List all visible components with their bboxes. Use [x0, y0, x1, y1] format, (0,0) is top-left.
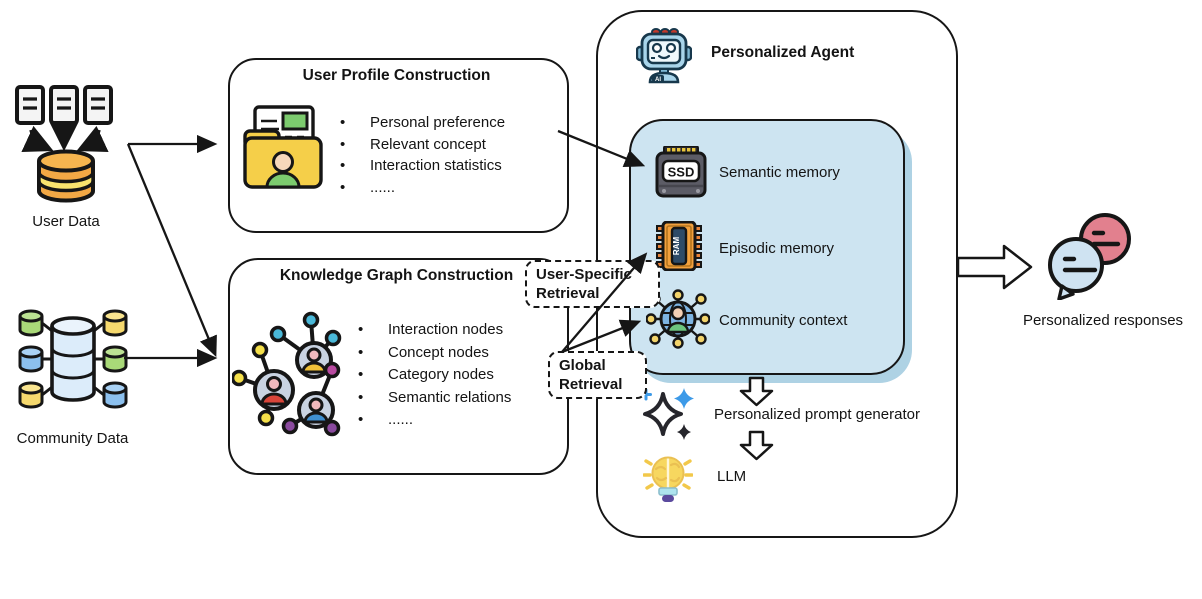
- right-arrow-agent-to-output: [956, 244, 1033, 290]
- bullet-item: ......: [340, 177, 505, 199]
- database-icon: [37, 149, 95, 203]
- semantic-memory-label: Semantic memory: [719, 164, 840, 181]
- person-head: [670, 305, 686, 321]
- label-line: User-Specific: [536, 266, 632, 283]
- ssd-icon: SSD: [655, 146, 707, 198]
- arrow-userdata-to-kg: [126, 143, 217, 358]
- knowledge-graph-title: Knowledge Graph Construction: [279, 267, 514, 284]
- user-specific-retrieval-label: User-Specific Retrieval: [525, 260, 660, 308]
- label-line: Retrieval: [559, 376, 623, 393]
- chat-bubbles-icon: [1048, 213, 1131, 300]
- bullet-item: Semantic relations: [358, 387, 511, 410]
- community-context-label: Community context: [719, 312, 848, 329]
- label-line: Global: [559, 357, 606, 374]
- sparkles-icon: [640, 388, 694, 440]
- personalized-agent-title: Personalized Agent: [711, 44, 855, 61]
- avatar-nodes: [253, 341, 335, 429]
- ssd-icon-text: SSD: [668, 165, 695, 180]
- concept-nodes: [232, 311, 342, 437]
- social-graph-icon: [232, 311, 342, 437]
- label-line: Retrieval: [536, 285, 600, 302]
- global-retrieval-label: Global Retrieval: [548, 351, 647, 399]
- person-body: [265, 171, 301, 189]
- llm-label: LLM: [717, 468, 747, 485]
- user-data-label: User Data: [32, 213, 100, 230]
- central-database-icon: [50, 316, 96, 402]
- user-profile-bullet-list: Personal preference Relevant concept Int…: [340, 112, 505, 198]
- user-profile-title: User Profile Construction: [302, 67, 491, 84]
- person-body: [666, 321, 690, 334]
- bullet-item: Interaction statistics: [340, 155, 505, 177]
- community-globe-icon: [646, 289, 710, 349]
- bullet-item: Personal preference: [340, 112, 505, 134]
- personalized-responses-label: Personalized responses: [1022, 312, 1184, 329]
- member-nodes: [646, 289, 710, 349]
- community-data-label: Community Data: [16, 430, 129, 447]
- user-documents-database-icon: [15, 85, 113, 203]
- episodic-memory-label: Episodic memory: [719, 240, 835, 257]
- merge-arrows: [21, 122, 109, 153]
- ram-icon-text: RAM: [672, 237, 681, 256]
- bullet-item: Category nodes: [358, 364, 511, 387]
- folder-profile-icon: [243, 105, 323, 189]
- bullet-item: Interaction nodes: [358, 319, 511, 342]
- light-rays: [643, 459, 693, 490]
- robot-icon: AI: [636, 28, 692, 84]
- bullet-item: Concept nodes: [358, 342, 511, 365]
- prompt-generator-label: Personalized prompt generator: [714, 406, 920, 423]
- community-databases-icon: [18, 309, 128, 409]
- bullet-item: ......: [358, 409, 511, 432]
- document-icon: [15, 85, 113, 125]
- robot-chest-text: AI: [655, 77, 661, 83]
- person-head: [272, 151, 294, 173]
- ram-icon: RAM: [656, 221, 702, 271]
- small-database-icons: [18, 309, 128, 409]
- bullet-item: Relevant concept: [340, 134, 505, 156]
- lightbulb-brain-icon: [643, 456, 693, 502]
- blue-bubble: [1048, 237, 1104, 300]
- knowledge-graph-bullet-list: Interaction nodes Concept nodes Category…: [358, 319, 511, 432]
